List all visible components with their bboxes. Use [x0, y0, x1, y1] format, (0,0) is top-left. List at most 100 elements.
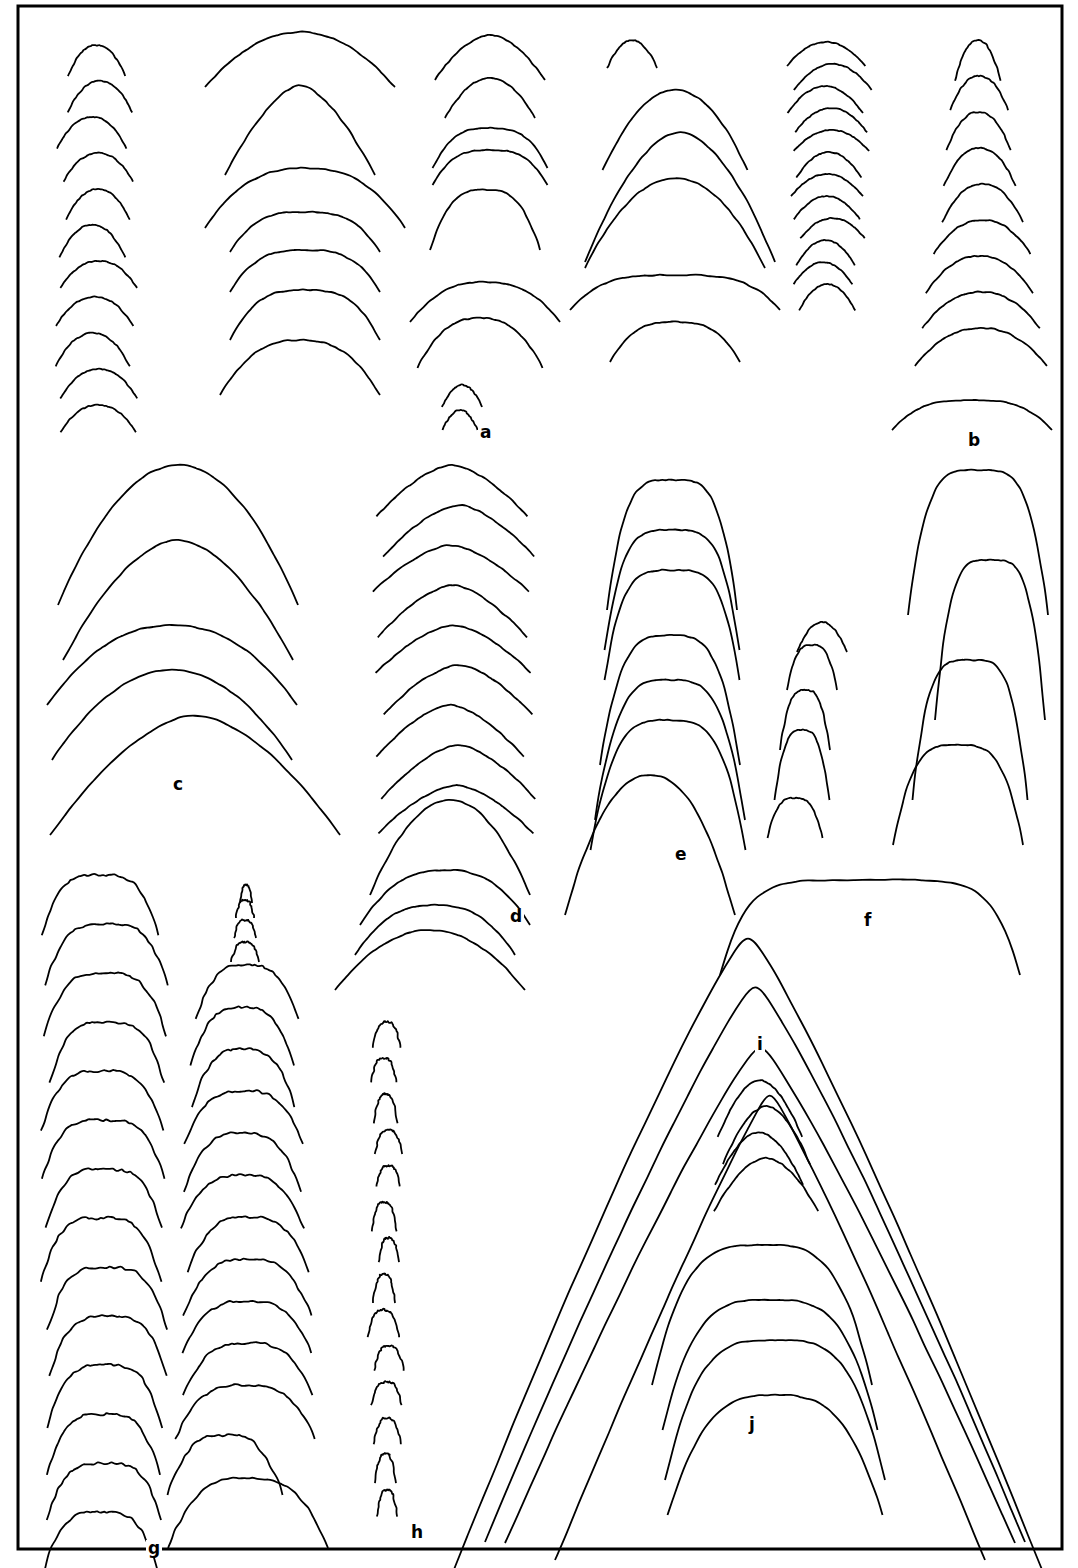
growth-line	[230, 212, 380, 252]
growth-line	[52, 670, 292, 760]
growth-line	[230, 250, 380, 292]
growth-line	[607, 40, 657, 68]
growth-line	[942, 184, 1023, 223]
growth-line	[610, 321, 740, 362]
growth-line	[893, 745, 1023, 845]
growth-line	[183, 1259, 311, 1316]
growth-line	[335, 930, 525, 990]
growth-line	[168, 1478, 328, 1548]
growth-line	[374, 1417, 401, 1444]
growth-line	[383, 505, 534, 557]
growth-lines	[41, 32, 1052, 1568]
growth-line	[663, 1300, 878, 1430]
growth-line	[192, 1048, 294, 1107]
growth-line	[800, 218, 864, 238]
growth-line	[47, 1364, 162, 1428]
growth-line	[66, 189, 130, 220]
growth-line	[44, 973, 166, 1037]
growth-line	[56, 333, 130, 367]
growth-line	[190, 1006, 294, 1065]
growth-line	[591, 720, 746, 850]
panel-letter: g	[146, 1540, 162, 1557]
growth-line	[378, 785, 533, 833]
growth-line	[230, 289, 380, 340]
growth-line	[374, 1093, 398, 1123]
growth-line	[68, 45, 125, 76]
growth-line	[50, 716, 340, 835]
growth-line	[603, 90, 748, 170]
growth-line	[430, 189, 540, 250]
growth-line	[205, 168, 405, 228]
growth-line	[373, 1274, 395, 1303]
growth-line	[565, 775, 735, 915]
growth-line	[371, 1058, 396, 1082]
growth-line	[787, 645, 837, 690]
growth-line	[57, 117, 126, 149]
panel-letter: d	[508, 908, 524, 925]
growth-line	[44, 1511, 159, 1568]
growth-line	[892, 400, 1052, 430]
growth-line	[714, 1158, 818, 1211]
growth-line	[184, 1090, 303, 1144]
growth-line	[377, 1489, 397, 1516]
growth-line	[63, 540, 293, 660]
growth-line	[418, 318, 543, 368]
growth-line	[231, 941, 259, 962]
growth-line	[47, 1413, 160, 1475]
growth-line	[376, 1165, 399, 1186]
growth-line	[378, 585, 527, 637]
growth-line	[794, 64, 872, 90]
growth-line	[60, 405, 135, 433]
growth-line	[372, 1202, 397, 1232]
growth-line	[376, 465, 527, 516]
growth-line	[58, 465, 298, 605]
growth-line	[41, 1217, 162, 1282]
growth-line	[505, 1048, 1015, 1543]
growth-line	[605, 530, 740, 650]
growth-line	[794, 130, 870, 151]
growth-line	[49, 1315, 166, 1376]
growth-line	[946, 112, 1010, 150]
growth-line	[181, 1174, 304, 1228]
growth-line	[196, 964, 299, 1019]
growth-line	[795, 108, 867, 132]
panel-letter: h	[409, 1524, 425, 1541]
growth-line	[652, 1245, 872, 1385]
growth-line	[68, 81, 133, 113]
plate-border	[18, 6, 1062, 1549]
growth-line	[585, 178, 765, 268]
growth-line	[600, 635, 740, 765]
growth-line	[944, 148, 1016, 186]
growth-line	[485, 987, 1025, 1542]
growth-line	[555, 1096, 985, 1560]
growth-line	[433, 150, 548, 185]
growth-line	[442, 384, 482, 407]
growth-line	[922, 292, 1040, 329]
panel-letter: a	[478, 424, 493, 441]
growth-line	[188, 1216, 309, 1272]
growth-line	[47, 625, 297, 705]
growth-line	[376, 705, 524, 757]
panel-letter: e	[673, 846, 689, 863]
growth-line	[435, 35, 545, 80]
growth-line	[913, 660, 1028, 800]
growth-line	[360, 870, 530, 925]
growth-line	[49, 1022, 164, 1083]
growth-line	[570, 275, 780, 310]
growth-line	[64, 153, 133, 182]
growth-line	[775, 730, 830, 800]
growth-line	[453, 939, 1043, 1568]
growth-line	[668, 1395, 883, 1515]
growth-line	[410, 282, 560, 322]
growth-line	[787, 42, 865, 66]
growth-line	[950, 76, 1008, 111]
growth-line	[375, 1130, 402, 1155]
growth-line	[42, 874, 159, 935]
growth-line	[370, 800, 530, 895]
growth-line	[175, 1384, 314, 1439]
growth-line	[934, 220, 1031, 254]
growth-line	[796, 240, 854, 265]
growth-line	[236, 900, 254, 918]
